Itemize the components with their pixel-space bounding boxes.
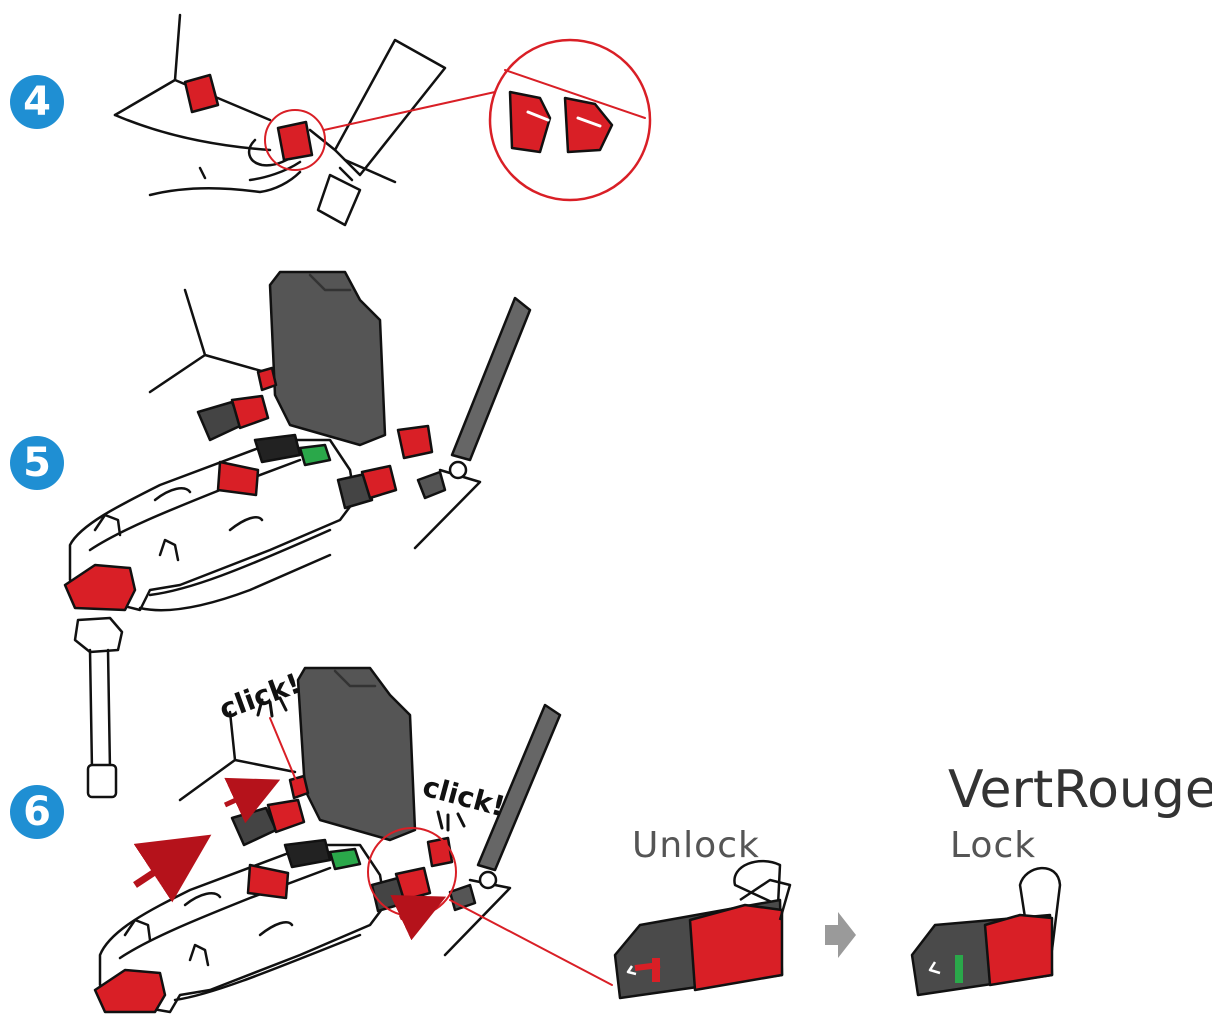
step-4-illustration: [113, 13, 652, 227]
transition-arrow-icon: [825, 912, 856, 958]
step-5-illustration: [63, 270, 532, 799]
push-arrows: [133, 777, 447, 941]
step-4-badge: 4: [10, 75, 64, 129]
step-5-badge: 5: [10, 436, 64, 490]
vertrouge-label: VertRouge: [948, 760, 1212, 820]
lock-label: Lock: [950, 825, 1037, 866]
lock-latch-illustration: [910, 866, 1062, 997]
unlock-latch-illustration: [613, 859, 792, 1000]
step-6-badge: 6: [10, 785, 64, 839]
step-6-illustration: [93, 666, 613, 1014]
unlock-label: Unlock: [632, 825, 760, 866]
